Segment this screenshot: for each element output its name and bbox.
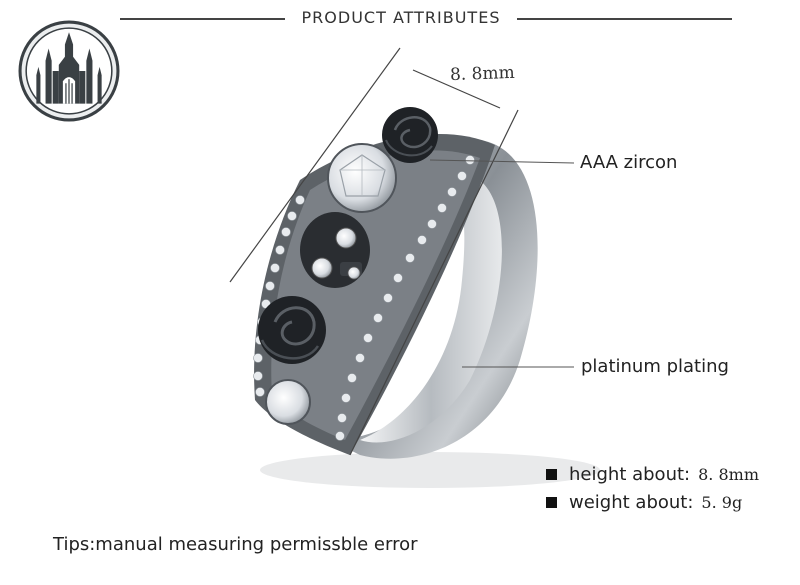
page-title: PRODUCT ATTRIBUTES [301,8,501,27]
spec-label: height about: [569,464,691,485]
rose-top [382,107,438,163]
gothic-cathedral-icon [18,20,120,122]
zircon-small [265,379,311,425]
bullet-square-icon [546,469,557,480]
spec-label: weight about: [569,492,694,513]
spec-weight: weight about: 5. 9g [546,492,742,513]
spec-value: 8. 8mm [698,465,759,484]
skull [300,212,370,288]
bullet-square-icon [546,497,557,508]
header-line-left [120,18,285,20]
header-line-right [517,18,732,20]
callout-plating: platinum plating [581,356,729,377]
spec-value: 5. 9g [701,493,743,512]
tips-note: Tips:manual measuring permissble error [53,534,418,555]
zircon-stone [327,143,397,213]
rose-bottom [258,296,326,364]
width-dimension-label: 8. 8mm [449,62,516,86]
callout-zircon: AAA zircon [580,152,678,173]
spec-height: height about: 8. 8mm [546,464,759,485]
